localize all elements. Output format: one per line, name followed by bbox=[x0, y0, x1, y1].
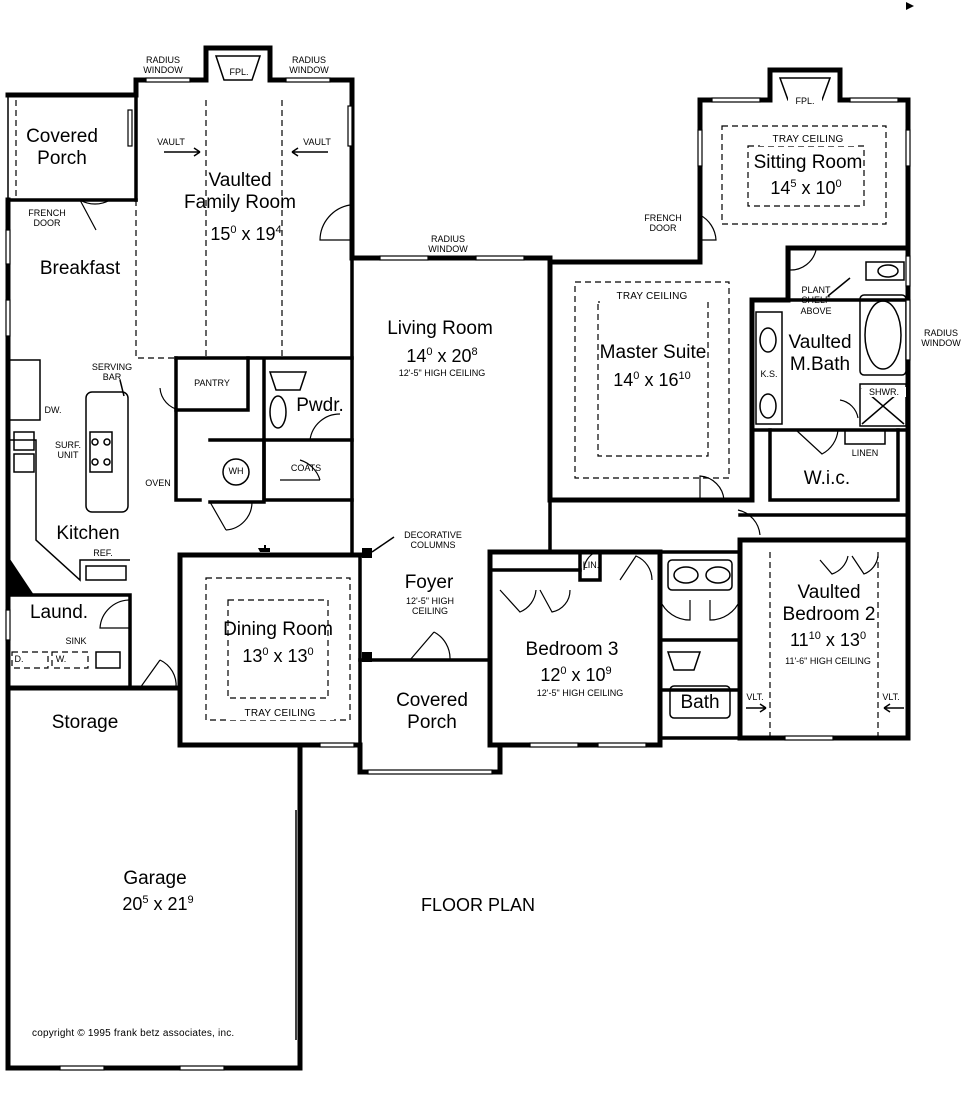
sitting-tray-ceiling-outer bbox=[721, 125, 887, 225]
note-vault-right: VAULT bbox=[303, 137, 331, 147]
note-plant-shelf: PLANT SHELF ABOVE bbox=[800, 285, 832, 316]
note-shwr: SHWR. bbox=[862, 387, 906, 398]
living-room-ceiling-note: 12'-5" HIGH CEILING bbox=[398, 368, 486, 378]
master-suite-dimensions: 140 x 1610 bbox=[613, 370, 691, 390]
plan-title: FLOOR PLAN bbox=[420, 895, 536, 915]
note-linen: LINEN bbox=[851, 448, 879, 458]
room-label-master-bath: Vaulted M.Bath bbox=[788, 332, 852, 375]
note-vlt-left: VLT. bbox=[746, 692, 764, 702]
note-vault-left: VAULT bbox=[157, 137, 185, 147]
room-label-covered-porch-front: Covered Porch bbox=[396, 690, 468, 733]
note-ref: REF. bbox=[93, 548, 113, 558]
living-room-dimensions: 140 x 208 bbox=[406, 346, 478, 366]
note-serving-bar: SERVING BAR bbox=[91, 362, 133, 383]
garage-dimensions: 205 x 219 bbox=[122, 894, 194, 914]
note-washer: W. bbox=[55, 654, 67, 664]
note-radius-window-right: RADIUS WINDOW bbox=[289, 55, 329, 76]
note-vlt-right: VLT. bbox=[882, 692, 900, 702]
room-label-master-suite: Master Suite bbox=[599, 342, 707, 363]
dining-tray-outer bbox=[205, 577, 351, 721]
room-label-dining-room: Dining Room bbox=[223, 619, 333, 640]
note-ks: K.S. bbox=[760, 369, 778, 379]
room-label-family-room: Vaulted Family Room bbox=[184, 170, 296, 213]
fireplace-sitting-hearth bbox=[778, 77, 832, 101]
dining-wall bbox=[177, 552, 365, 691]
room-label-bedroom3: Bedroom 3 bbox=[525, 639, 619, 660]
room-label-sitting-room: Sitting Room bbox=[753, 152, 863, 173]
note-coats: COATS bbox=[290, 463, 322, 473]
room-label-wic: W.i.c. bbox=[803, 468, 851, 489]
note-pantry: PANTRY bbox=[194, 378, 230, 388]
dining-tray-inner bbox=[227, 599, 329, 699]
sitting-tray-ceiling-note: TRAY CEILING bbox=[760, 134, 856, 146]
room-label-bedroom2: Vaulted Bedroom 2 bbox=[782, 582, 876, 625]
note-radius-window-living: RADIUS WINDOW bbox=[428, 234, 468, 255]
note-surf-unit: SURF. UNIT bbox=[54, 440, 81, 461]
sitting-room-dimensions: 145 x 100 bbox=[770, 178, 842, 198]
bedroom3-dimensions: 120 x 109 bbox=[540, 665, 612, 685]
note-wh: WH bbox=[228, 466, 244, 476]
room-label-powder: Pwdr. bbox=[296, 395, 344, 416]
note-dw: DW. bbox=[44, 405, 62, 415]
note-french-door-left: FRENCH DOOR bbox=[28, 208, 66, 229]
bedroom2-dimensions: 1110 x 130 bbox=[789, 630, 867, 650]
note-french-door-right: FRENCH DOOR bbox=[644, 213, 682, 234]
room-label-living-room: Living Room bbox=[387, 318, 493, 339]
room-label-bath: Bath bbox=[680, 692, 720, 713]
dining-tray-ceiling-note: TRAY CEILING bbox=[226, 708, 334, 720]
room-label-storage: Storage bbox=[51, 712, 119, 733]
copyright-notice: copyright © 1995 frank betz associates, … bbox=[32, 1028, 235, 1039]
room-label-laundry: Laund. bbox=[29, 602, 89, 623]
master-tray-outer bbox=[574, 281, 730, 479]
note-radius-window-left: RADIUS WINDOW bbox=[143, 55, 183, 76]
room-label-covered-porch-rear: Covered Porch bbox=[26, 126, 98, 169]
note-dryer: D. bbox=[14, 654, 24, 664]
sitting-tray-ceiling-inner bbox=[747, 145, 865, 207]
note-oven: OVEN bbox=[145, 478, 171, 488]
note-decorative-columns: DECORATIVE COLUMNS bbox=[404, 530, 462, 551]
foyer-ceiling-note: 12'-5" HIGH CEILING bbox=[406, 596, 454, 617]
bedroom2-ceiling-note: 11'-6" HIGH CEILING bbox=[785, 656, 871, 666]
master-tray-ceiling-note: TRAY CEILING bbox=[600, 291, 704, 303]
room-label-foyer: Foyer bbox=[404, 572, 454, 593]
room-label-garage: Garage bbox=[123, 868, 187, 889]
note-fpl-sitting: FPL. bbox=[788, 96, 822, 107]
dining-room-dimensions: 130 x 130 bbox=[242, 646, 314, 666]
note-radius-window-mbath: RADIUS WINDOW bbox=[921, 328, 961, 349]
room-label-kitchen: Kitchen bbox=[56, 523, 120, 544]
note-fpl-family: FPL. bbox=[229, 67, 249, 77]
room-label-breakfast: Breakfast bbox=[39, 258, 121, 279]
bedroom3-ceiling-note: 12'-5" HIGH CEILING bbox=[536, 688, 624, 698]
garage-wall bbox=[5, 685, 303, 1071]
note-sink: SINK bbox=[65, 636, 87, 646]
family-room-dimensions: 150 x 194 bbox=[210, 224, 282, 244]
note-lin: LIN. bbox=[582, 560, 600, 570]
fireplace-family-hearth bbox=[214, 55, 262, 81]
